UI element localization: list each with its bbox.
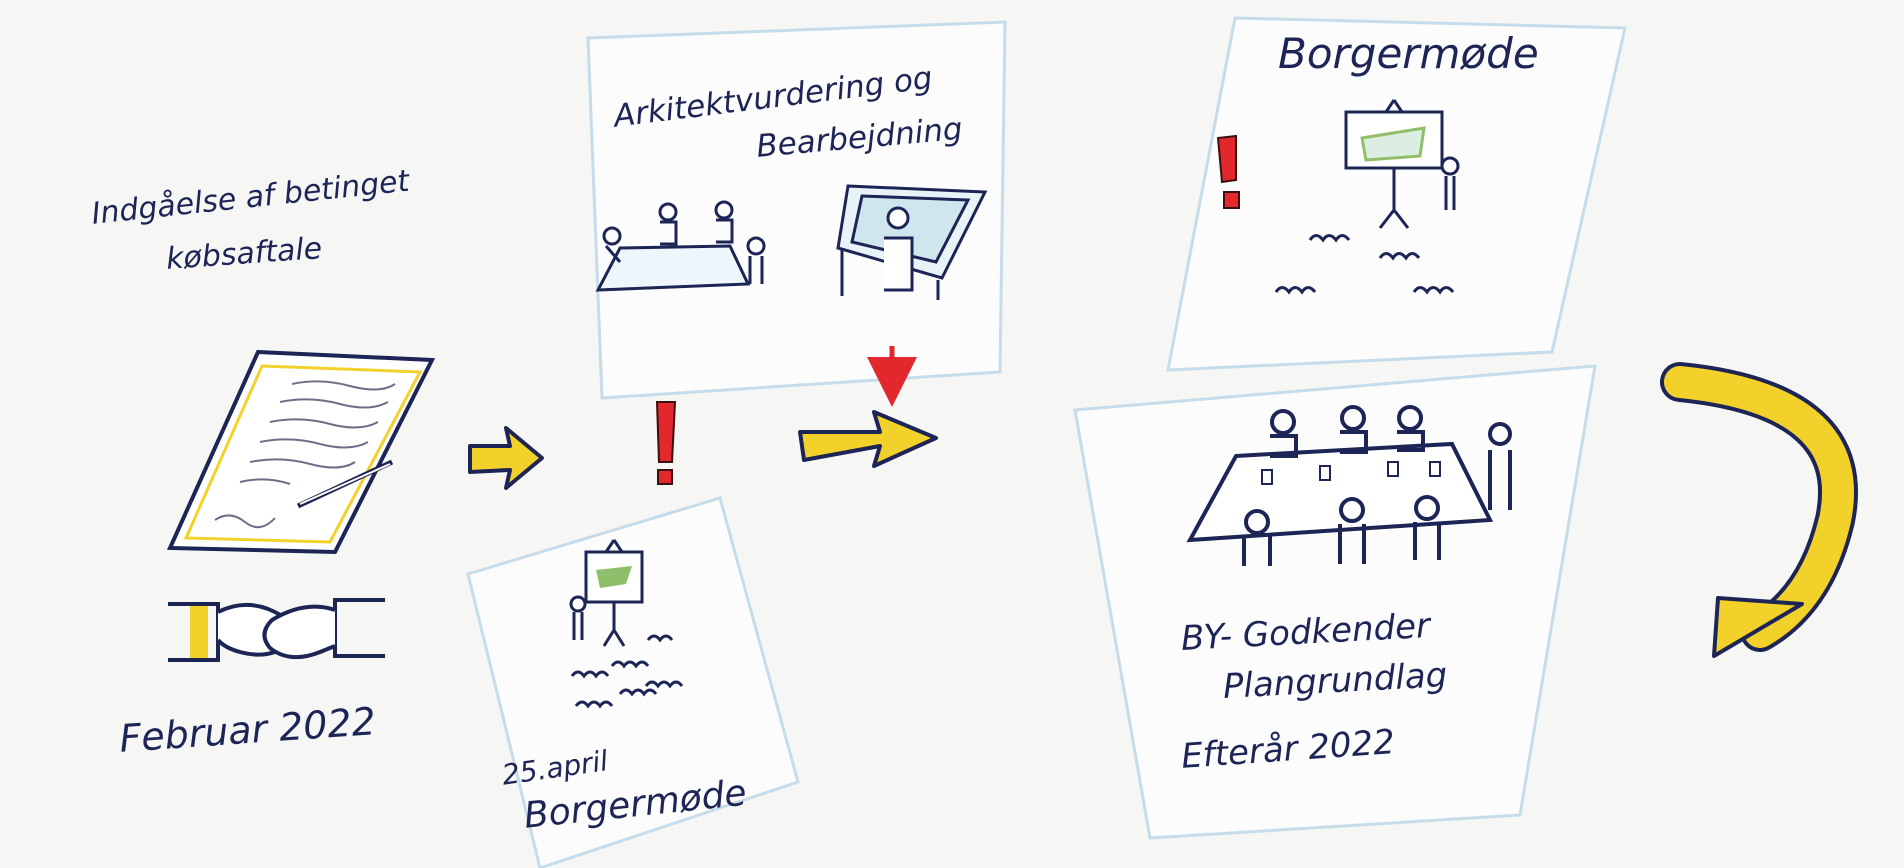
borgermode-top-title: Borgermøde [1278, 30, 1539, 78]
handshake-icon [168, 600, 385, 660]
arrow-1-icon [470, 428, 542, 488]
exclamation-icon [657, 402, 675, 484]
contract-document-icon [170, 352, 432, 552]
card-godkender [1075, 366, 1595, 838]
curved-arrow-icon [1680, 382, 1838, 656]
arrow-2-icon [800, 412, 936, 466]
